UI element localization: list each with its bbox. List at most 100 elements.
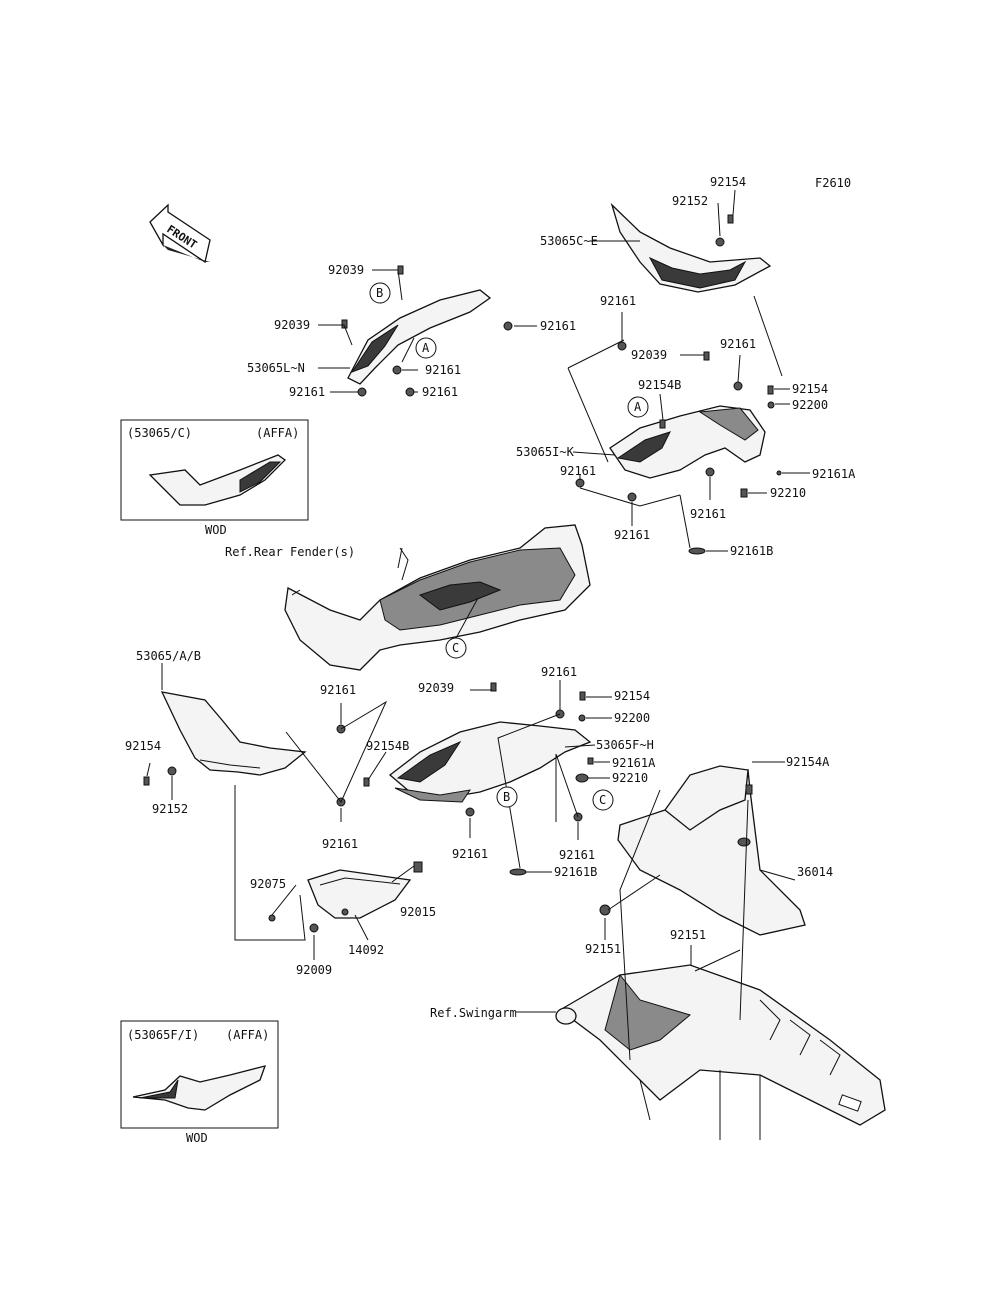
rivet-92039-b [341, 319, 348, 329]
part-label: 92210 [612, 771, 648, 785]
bolt-92151-a [599, 904, 611, 916]
svg-text:(53065/C): (53065/C) [127, 426, 192, 440]
bolt-92154-mid [767, 385, 774, 395]
svg-text:C: C [599, 793, 606, 807]
part-label: 92161B [730, 544, 773, 558]
screw-92075 [268, 914, 276, 922]
part-label: 92161 [322, 837, 358, 851]
part-label: 92151 [585, 942, 621, 956]
part-label: 53065/A/B [136, 649, 201, 663]
clip-92161b-mid [688, 547, 706, 555]
inset-box-53065-c: (53065/C) (AFFA) WOD [120, 419, 309, 537]
grommet-92161-i [705, 467, 715, 477]
part-label: 92200 [792, 398, 828, 412]
grommet-92161-h [627, 492, 637, 502]
part-label: 92154 [792, 382, 828, 396]
callout-b-1: B [369, 282, 391, 304]
tail-cover-53065f-h [388, 721, 592, 803]
part-label: 92161 [425, 363, 461, 377]
part-label: 92154 [710, 175, 746, 189]
part-label: 92154 [125, 739, 161, 753]
rivet-92039-low [490, 682, 497, 692]
bolt-92154b-low [363, 777, 370, 787]
part-label: 92161A [812, 467, 856, 481]
grommet-92161-m [465, 807, 475, 817]
part-label: 53065C~E [540, 234, 598, 248]
bolt-92154-low [579, 691, 586, 701]
grommet-92161-e [617, 341, 627, 351]
svg-text:B: B [503, 790, 510, 804]
inset-box-53065f-i: (53065F/I) (AFFA) WOD [120, 1020, 279, 1145]
seat-cover-53065l-n [347, 289, 492, 385]
tail-cover-53065i-k [609, 405, 766, 479]
front-arrow-icon: FRONT [149, 203, 211, 264]
part-label: 92161 [720, 337, 756, 351]
svg-text:(AFFA): (AFFA) [256, 426, 299, 440]
grommet-92161-c [357, 387, 367, 397]
part-label: 92152 [672, 194, 708, 208]
washer-92200-mid [767, 401, 775, 409]
bolt-92009 [309, 923, 319, 933]
part-label: 92161B [554, 865, 597, 879]
part-label: 92039 [631, 348, 667, 362]
part-label: 92161 [289, 385, 325, 399]
nut-92210-mid [740, 488, 748, 498]
part-label: 36014 [797, 865, 833, 879]
part-label: 53065I~K [516, 445, 575, 459]
svg-text:WOD: WOD [205, 523, 227, 537]
grommet-92161-b [392, 365, 402, 375]
svg-text:(53065F/I): (53065F/I) [127, 1028, 199, 1042]
part-label: 92161 [452, 847, 488, 861]
washer-92152-left [167, 766, 177, 776]
part-label: 92210 [770, 486, 806, 500]
callout-c-2: C [592, 789, 614, 811]
bracket-14092 [307, 869, 412, 919]
clip-92161b-low [509, 868, 527, 876]
part-label: 92161 [600, 294, 636, 308]
side-cover-53065c-e [610, 202, 772, 293]
ref-swingarm-label: Ref.Swingarm [430, 1006, 517, 1020]
ref-rear-fender-label: Ref.Rear Fender(s) [225, 545, 355, 559]
svg-text:C: C [452, 641, 459, 655]
bolt-92154-top [727, 214, 734, 224]
rear-fender-reference [284, 524, 591, 671]
part-label: 53065F~H [596, 738, 654, 752]
part-label: 92154A [786, 755, 830, 769]
nut-92210-low [575, 773, 589, 783]
washer-92152 [715, 237, 725, 247]
part-label: 92161 [559, 848, 595, 862]
part-label: 92154 [614, 689, 650, 703]
part-label: 92161 [690, 507, 726, 521]
rivet-92039-c [703, 351, 710, 361]
part-label: 92015 [400, 905, 436, 919]
part-label: 92161 [320, 683, 356, 697]
part-label: 92161 [541, 665, 577, 679]
bolt-92154b-mid [659, 419, 666, 429]
part-label: 92152 [152, 802, 188, 816]
bolt-92154a [745, 784, 753, 795]
callout-c-1: C [445, 637, 467, 659]
clip-92161a-mid [776, 470, 782, 476]
callout-a-1: A [415, 337, 437, 359]
part-label: 92161 [422, 385, 458, 399]
part-label: 92039 [274, 318, 310, 332]
side-cover-53065-a-b [160, 691, 307, 776]
clip-92161a-low [587, 757, 594, 765]
svg-text:B: B [376, 286, 383, 300]
leader-lines [146, 189, 810, 1061]
part-label: 92154B [638, 378, 681, 392]
figure-code: F2610 [815, 176, 851, 190]
svg-text:(AFFA): (AFFA) [226, 1028, 269, 1042]
part-label: 92154B [366, 739, 409, 753]
chain-guard-36014 [617, 765, 806, 936]
svg-text:WOD: WOD [186, 1131, 208, 1145]
part-label: 92161 [540, 319, 576, 333]
callout-b-2: B [496, 786, 518, 808]
grommet-92161-d [405, 387, 415, 397]
part-label: 92009 [296, 963, 332, 977]
part-label: 53065L~N [247, 361, 305, 375]
part-label: 92161 [560, 464, 596, 478]
part-label: 14092 [348, 943, 384, 957]
grommet-92161-f [733, 381, 743, 391]
